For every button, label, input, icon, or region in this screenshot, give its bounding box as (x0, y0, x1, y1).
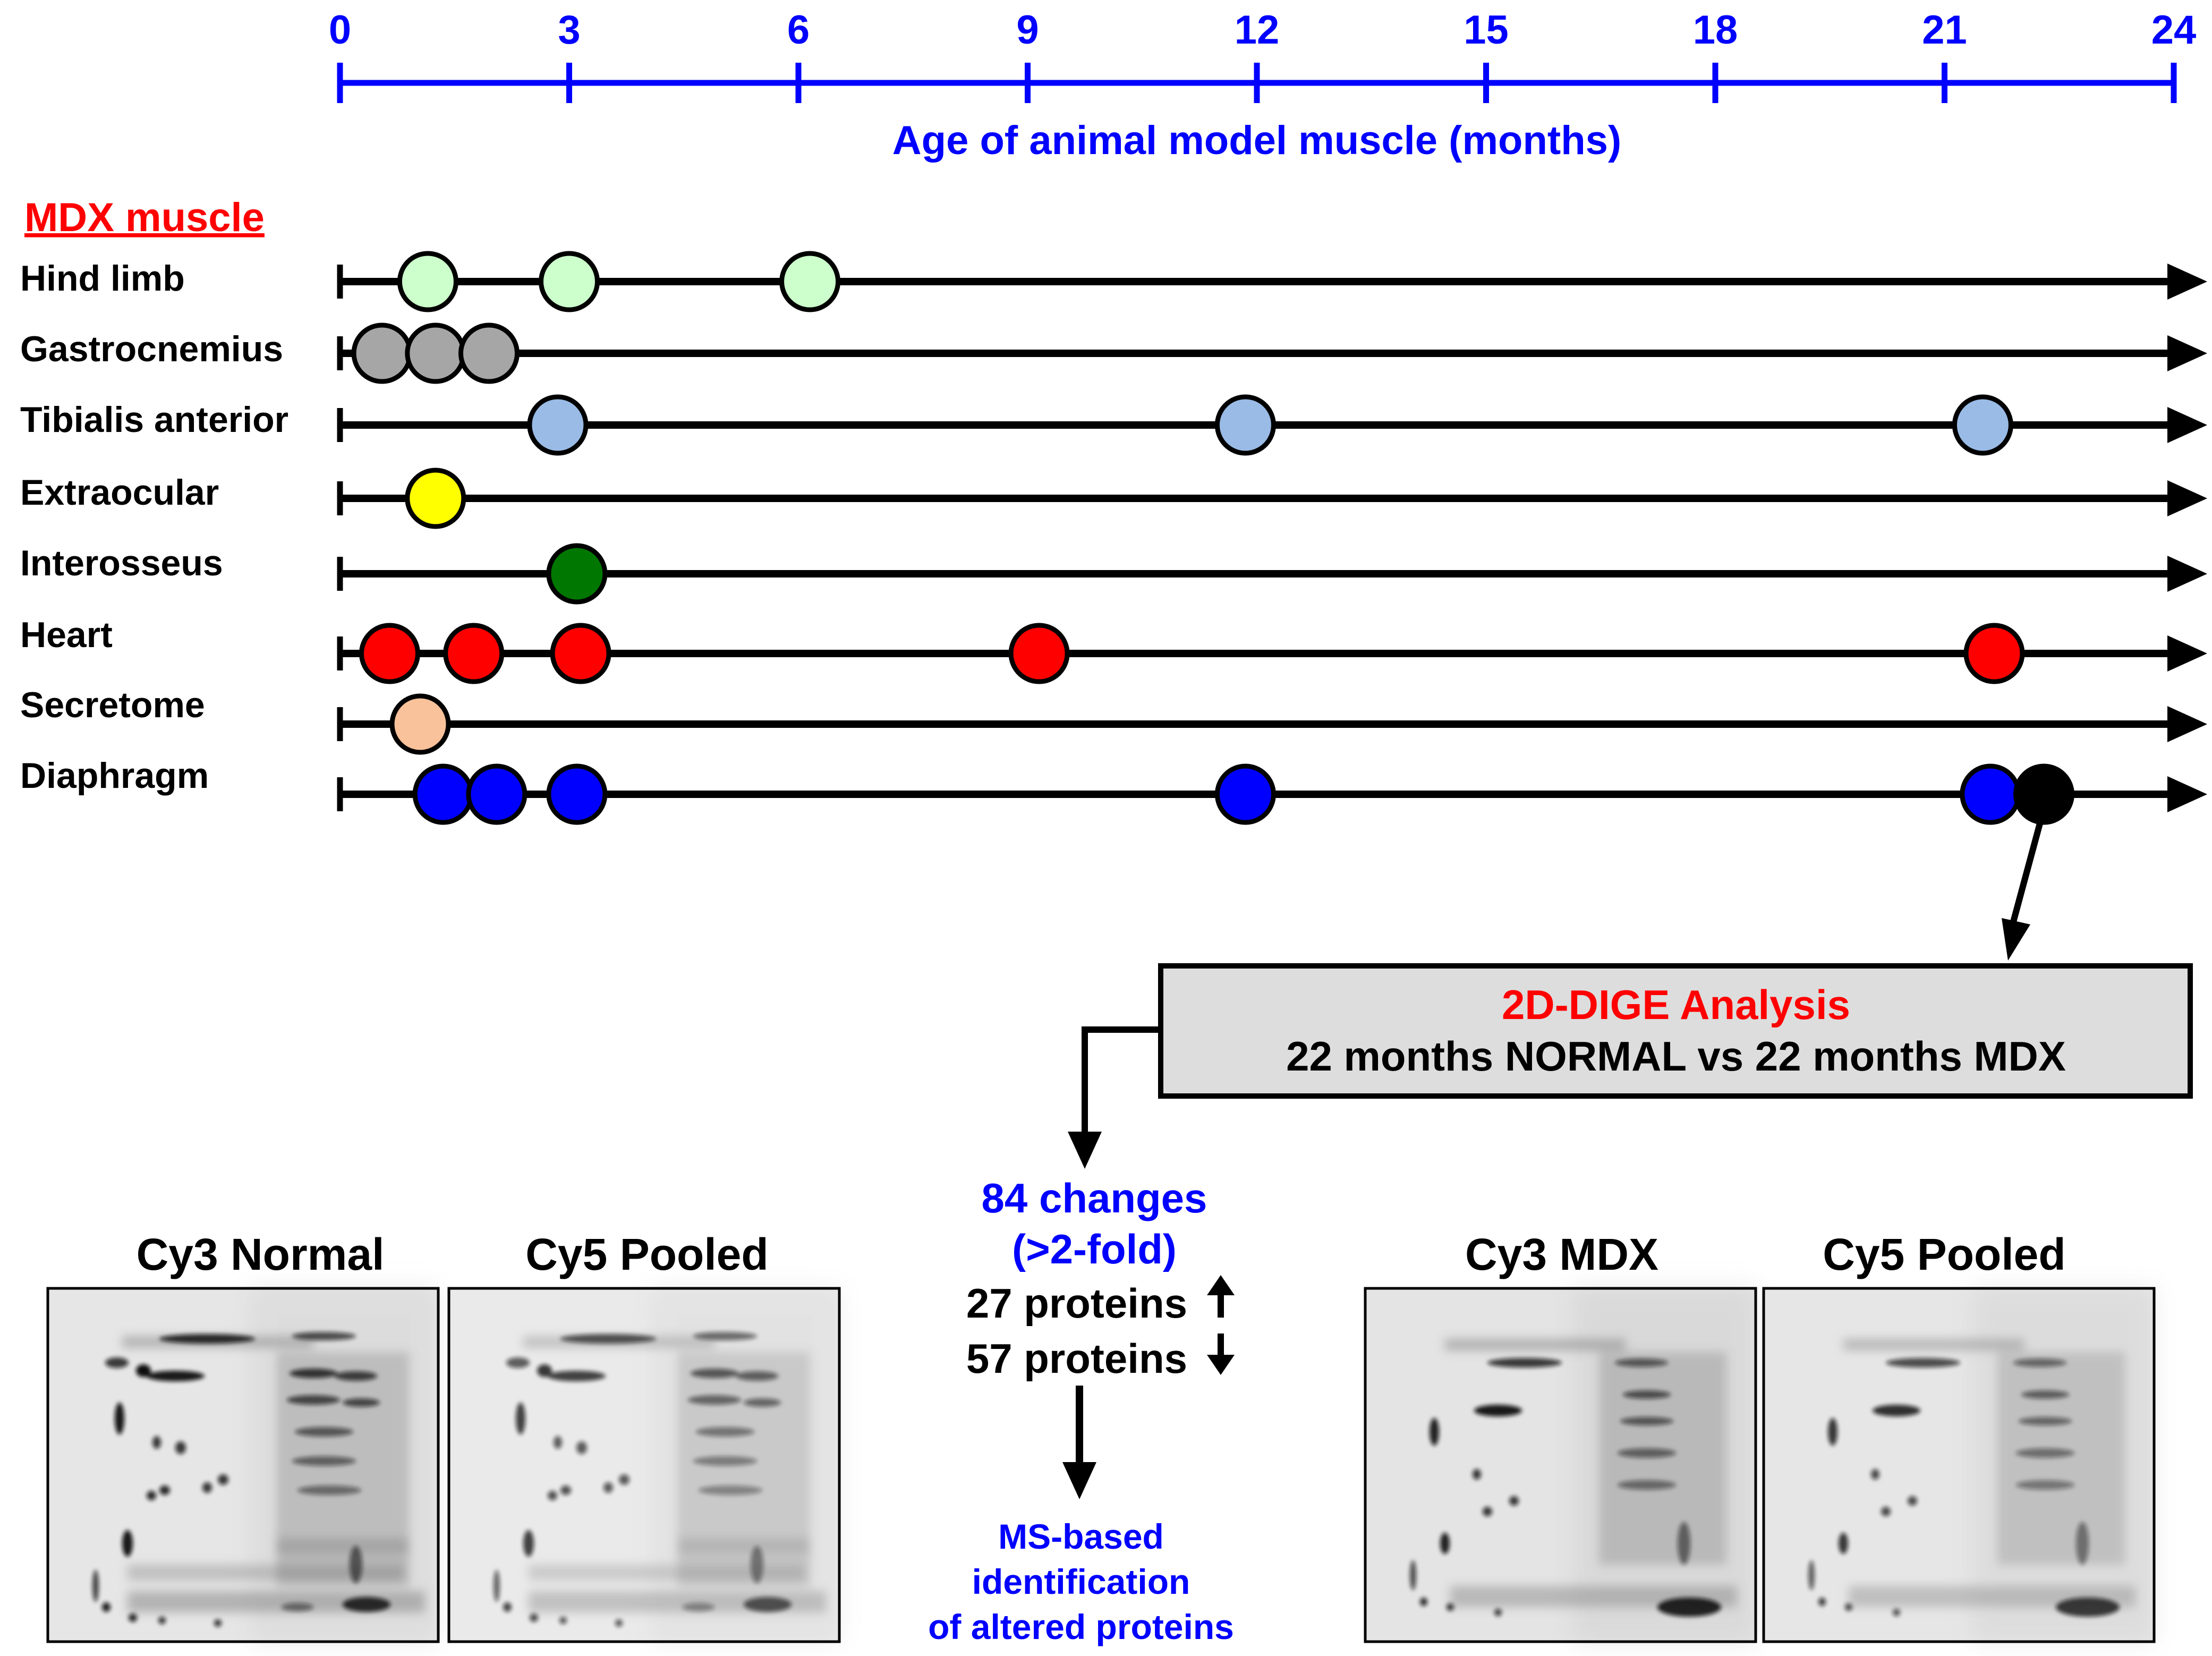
timeline-arrowhead (2167, 776, 2207, 812)
timeline-row (337, 623, 2207, 684)
timeline-arrowhead (2167, 407, 2207, 443)
ms-identification-line3: of altered proteins (928, 1607, 1234, 1646)
age-axis: 0 3 6 9 12 15 18 21 24 Age of animal model muscl… (329, 7, 2196, 163)
timeline-row (337, 322, 2207, 384)
age-tick-label: 9 (1016, 7, 1039, 53)
study-point (351, 322, 413, 384)
fold-threshold: (>2-fold) (1012, 1226, 1177, 1272)
gel-cy5-pooled-mdx: Cy5 Pooled (1762, 1229, 2156, 1643)
study-point (458, 322, 520, 384)
up-arrow-icon (1207, 1275, 1235, 1318)
results-to-ms-arrow (1062, 1386, 1096, 1499)
timeline-arrowhead (2167, 635, 2207, 672)
gel-title: Cy5 Pooled (1823, 1229, 2065, 1279)
age-axis-ticks: 0 3 6 9 12 15 18 21 24 (329, 7, 2196, 103)
analyzed-point (2013, 763, 2074, 825)
study-point (405, 322, 466, 384)
gel-frame (447, 1287, 841, 1643)
study-point (466, 763, 528, 825)
study-point (550, 623, 611, 684)
analysis-title: 2D-DIGE Analysis (1502, 981, 1850, 1028)
timeline-arrowhead (2167, 706, 2207, 742)
age-tick-label: 3 (558, 7, 580, 53)
study-point (539, 251, 600, 312)
gel-cy5-pooled-normal: Cy5 Pooled (447, 1229, 841, 1643)
muscle-label: Diaphragm (20, 755, 209, 796)
age-tick-label: 15 (1464, 7, 1509, 53)
age-tick-label: 18 (1693, 7, 1738, 53)
timeline-row (337, 468, 2207, 529)
changes-count: 84 changes (982, 1175, 1207, 1221)
timeline-arrowhead (2167, 264, 2207, 300)
study-point (1214, 394, 1276, 456)
results-summary: 84 changes (>2-fold) 27 proteins 57 prot… (928, 1175, 1235, 1646)
muscle-label: Secretome (20, 685, 205, 725)
timeline-arrowhead (2167, 480, 2207, 516)
timeline-row (337, 693, 2207, 755)
timeline-row (337, 763, 2207, 825)
muscle-label: Hind limb (20, 258, 185, 299)
study-point (443, 623, 505, 684)
timeline-arrowhead (2167, 556, 2207, 592)
ms-identification-line2: identification (972, 1562, 1190, 1601)
muscle-label: Heart (20, 615, 113, 655)
age-tick-label: 24 (2151, 7, 2197, 53)
gel-frame (1364, 1287, 1757, 1643)
study-point (1952, 394, 2013, 456)
age-tick-label: 12 (1235, 7, 1280, 53)
gel-cy3-mdx: Cy3 MDX (1364, 1229, 1757, 1643)
muscle-label: Extraocular (20, 472, 219, 513)
age-tick-label: 0 (329, 7, 351, 53)
down-proteins: 57 proteins (966, 1335, 1187, 1382)
analysis-to-results-arrow (1068, 1026, 1161, 1169)
study-point (1963, 623, 2025, 684)
gel-title: Cy5 Pooled (525, 1229, 768, 1279)
muscle-label: Interosseus (20, 543, 223, 583)
age-tick-label: 6 (787, 7, 810, 53)
ms-identification-line1: MS-based (998, 1517, 1164, 1556)
analysis-box-frame (1158, 963, 2193, 1099)
timeline-row (337, 394, 2207, 456)
study-point (546, 543, 608, 605)
age-axis-label: Age of animal model muscle (months) (892, 118, 1621, 163)
gel-frame (46, 1287, 440, 1643)
analysis-subtitle: 22 months NORMAL vs 22 months MDX (1286, 1033, 2066, 1080)
diaphragm-to-analysis-arrow (2002, 822, 2043, 961)
gel-title: Cy3 MDX (1465, 1229, 1658, 1279)
age-tick-label: 21 (1922, 7, 1967, 53)
study-point (546, 763, 608, 825)
study-point (359, 623, 420, 684)
muscle-label: Tibialis anterior (20, 400, 288, 440)
study-point (397, 251, 458, 312)
timeline-arrowhead (2167, 335, 2207, 371)
muscle-timelines (337, 251, 2207, 825)
study-point (1214, 763, 1276, 825)
muscle-label: Gastrocnemius (20, 329, 283, 369)
analysis-box: 2D-DIGE Analysis 22 months NORMAL vs 22 … (1158, 963, 2193, 1099)
timeline-row (337, 543, 2207, 605)
up-proteins: 27 proteins (966, 1280, 1187, 1327)
timeline-row (337, 251, 2207, 312)
gel-cy3-normal: Cy3 Normal (46, 1229, 440, 1643)
study-point (412, 763, 474, 825)
study-point (405, 468, 466, 529)
section-title: MDX muscle (24, 195, 265, 240)
down-arrow-icon (1207, 1334, 1235, 1375)
study-point (1008, 623, 1070, 684)
gel-title: Cy3 Normal (137, 1229, 385, 1279)
study-point (527, 394, 589, 456)
study-point (779, 251, 841, 312)
study-point (389, 693, 451, 755)
gel-frame (1762, 1287, 2156, 1643)
study-point (1960, 763, 2021, 825)
